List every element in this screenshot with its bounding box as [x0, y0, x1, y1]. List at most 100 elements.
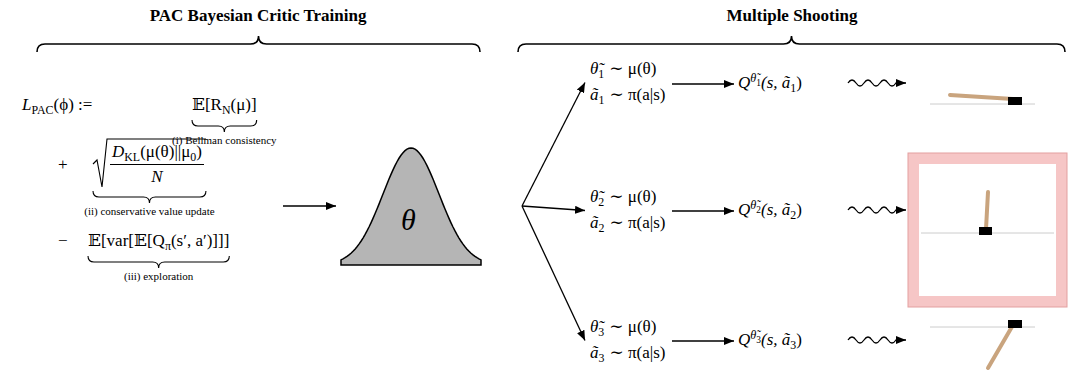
math-text: θ̃	[750, 328, 756, 342]
cartpole-pole	[950, 95, 1013, 99]
section-brace	[518, 36, 1065, 52]
flow-arrow	[672, 340, 734, 341]
math-text: N	[151, 167, 162, 186]
sample-block: θ̃2∼ μ(θ)ã2∼ π(a|s)	[590, 186, 666, 235]
math-text: )	[796, 330, 802, 349]
math-text: θ	[401, 203, 416, 236]
gaussian-bell	[341, 148, 481, 265]
math-text: θ̃	[750, 71, 756, 85]
text-run: Qθ̃2(s, ã2)	[738, 199, 802, 223]
flow-arrow	[672, 210, 734, 211]
underbrace	[192, 120, 257, 132]
q-value: Qθ̃2(s, ã2)	[738, 199, 802, 223]
math-text: θ̃	[590, 187, 598, 206]
math-text: 2	[598, 195, 604, 209]
math-text: PAC	[31, 103, 53, 117]
math-text: π	[165, 239, 171, 253]
math-text: ∼ μ(θ)	[609, 59, 656, 78]
q-value: Qθ̃3(s, ã3)	[738, 329, 802, 353]
rollout-squiggle	[848, 337, 906, 343]
highlight-inner	[919, 164, 1056, 296]
loss-formula: LPAC(ϕ) :=𝔼[RN(μ)]+DKL(μ(θ)||μ0)N−𝔼[var[…	[18, 88, 277, 283]
math-text: ∼ μ(θ)	[609, 187, 656, 206]
term-caption: (ii) conservative value update	[84, 205, 214, 218]
math-text: ã	[590, 343, 599, 362]
math-text: +	[58, 155, 68, 174]
math-text: (s, ã	[761, 73, 790, 92]
math-text: (s, ã	[761, 200, 790, 219]
term-caption: (iii) exploration	[124, 270, 193, 283]
math-text: −	[58, 231, 68, 250]
math-text: θ̃	[750, 198, 756, 212]
text-run: Qθ̃3(s, ã3)	[738, 329, 802, 353]
math-text: θ̃	[590, 59, 598, 78]
math-text: 2	[756, 205, 761, 215]
math-text: Q	[738, 330, 750, 349]
math-text: 𝔼[var[𝔼[Q	[88, 231, 165, 250]
highlight-frame	[908, 153, 1067, 307]
math-text: (μ)]	[231, 95, 257, 114]
math-text: 0	[190, 150, 196, 164]
term-caption-text: (ii) conservative value update	[84, 205, 214, 217]
flow-arrow	[672, 83, 734, 84]
math-text: ∼ π(a|s)	[609, 213, 665, 232]
cartpole-cart	[1008, 97, 1022, 105]
math-text: 2	[790, 208, 796, 222]
math-text: (ϕ) :=	[54, 95, 93, 114]
math-text: 3	[598, 325, 604, 339]
math-text: ∼ μ(θ)	[609, 317, 656, 336]
math-text: θ̃	[590, 317, 598, 336]
text-run: ã2 ∼ π(a|s)	[590, 212, 665, 235]
math-text: ã	[590, 85, 599, 104]
text-run: 𝔼[var[𝔼[Qπ(s′, a′)]]]	[88, 230, 229, 253]
term-caption: (i) Bellman consistency	[172, 134, 276, 147]
cartpole-cart	[1008, 320, 1022, 328]
math-text: 3	[790, 338, 796, 352]
rollout-squiggle	[848, 207, 906, 213]
math-text: )	[796, 200, 802, 219]
math-text: 3	[599, 351, 605, 365]
term-caption-text: (iii) exploration	[124, 270, 193, 282]
cartpole-pole	[988, 325, 1013, 368]
sample-block: θ̃1∼ μ(θ)ã1∼ π(a|s)	[590, 58, 666, 107]
math-text: 1	[790, 81, 796, 95]
text-run: θ	[401, 203, 416, 237]
math-text: 2	[599, 221, 605, 235]
text-run: ã3 ∼ π(a|s)	[590, 342, 665, 365]
text-run: +	[58, 154, 68, 176]
flow-arrow	[522, 83, 585, 207]
math-text: 1	[756, 78, 761, 88]
math-text: D	[112, 142, 124, 161]
sample-block: θ̃3∼ μ(θ)ã3∼ π(a|s)	[590, 316, 666, 365]
underbrace	[88, 256, 229, 268]
text-run: −	[58, 230, 68, 252]
math-text: (s′, a′)]]]	[171, 231, 229, 250]
math-text: (s, ã	[761, 330, 790, 349]
math-text: ã	[590, 213, 599, 232]
underbrace	[93, 191, 206, 203]
text-run: LPAC(ϕ) :=	[22, 94, 92, 117]
math-text: 1	[598, 67, 604, 81]
q-value: Qθ̃1(s, ã1)	[738, 72, 802, 96]
math-text: L	[22, 95, 31, 114]
text-run: θ̃1 ∼ μ(θ)	[590, 58, 656, 81]
math-text: ∼ π(a|s)	[609, 85, 665, 104]
rollout-squiggle	[848, 80, 906, 86]
section-title: Multiple Shooting	[727, 5, 858, 27]
text-run: 𝔼[RN(μ)]	[192, 94, 257, 117]
flow-arrow	[522, 206, 585, 341]
flow-arrow	[283, 205, 336, 206]
denominator: N	[110, 164, 204, 188]
gaussian-outline	[340, 145, 522, 267]
posterior-gaussian: θ	[340, 145, 522, 267]
math-text: 1	[599, 93, 605, 107]
math-text: ∼ π(a|s)	[609, 343, 665, 362]
term-caption-text: (i) Bellman consistency	[172, 134, 276, 146]
math-text: )	[796, 73, 802, 92]
section-title: PAC Bayesian Critic Training	[150, 5, 367, 27]
math-text: 3	[756, 335, 761, 345]
cartpole-cart	[979, 227, 992, 235]
text-run: ã1 ∼ π(a|s)	[590, 84, 665, 107]
